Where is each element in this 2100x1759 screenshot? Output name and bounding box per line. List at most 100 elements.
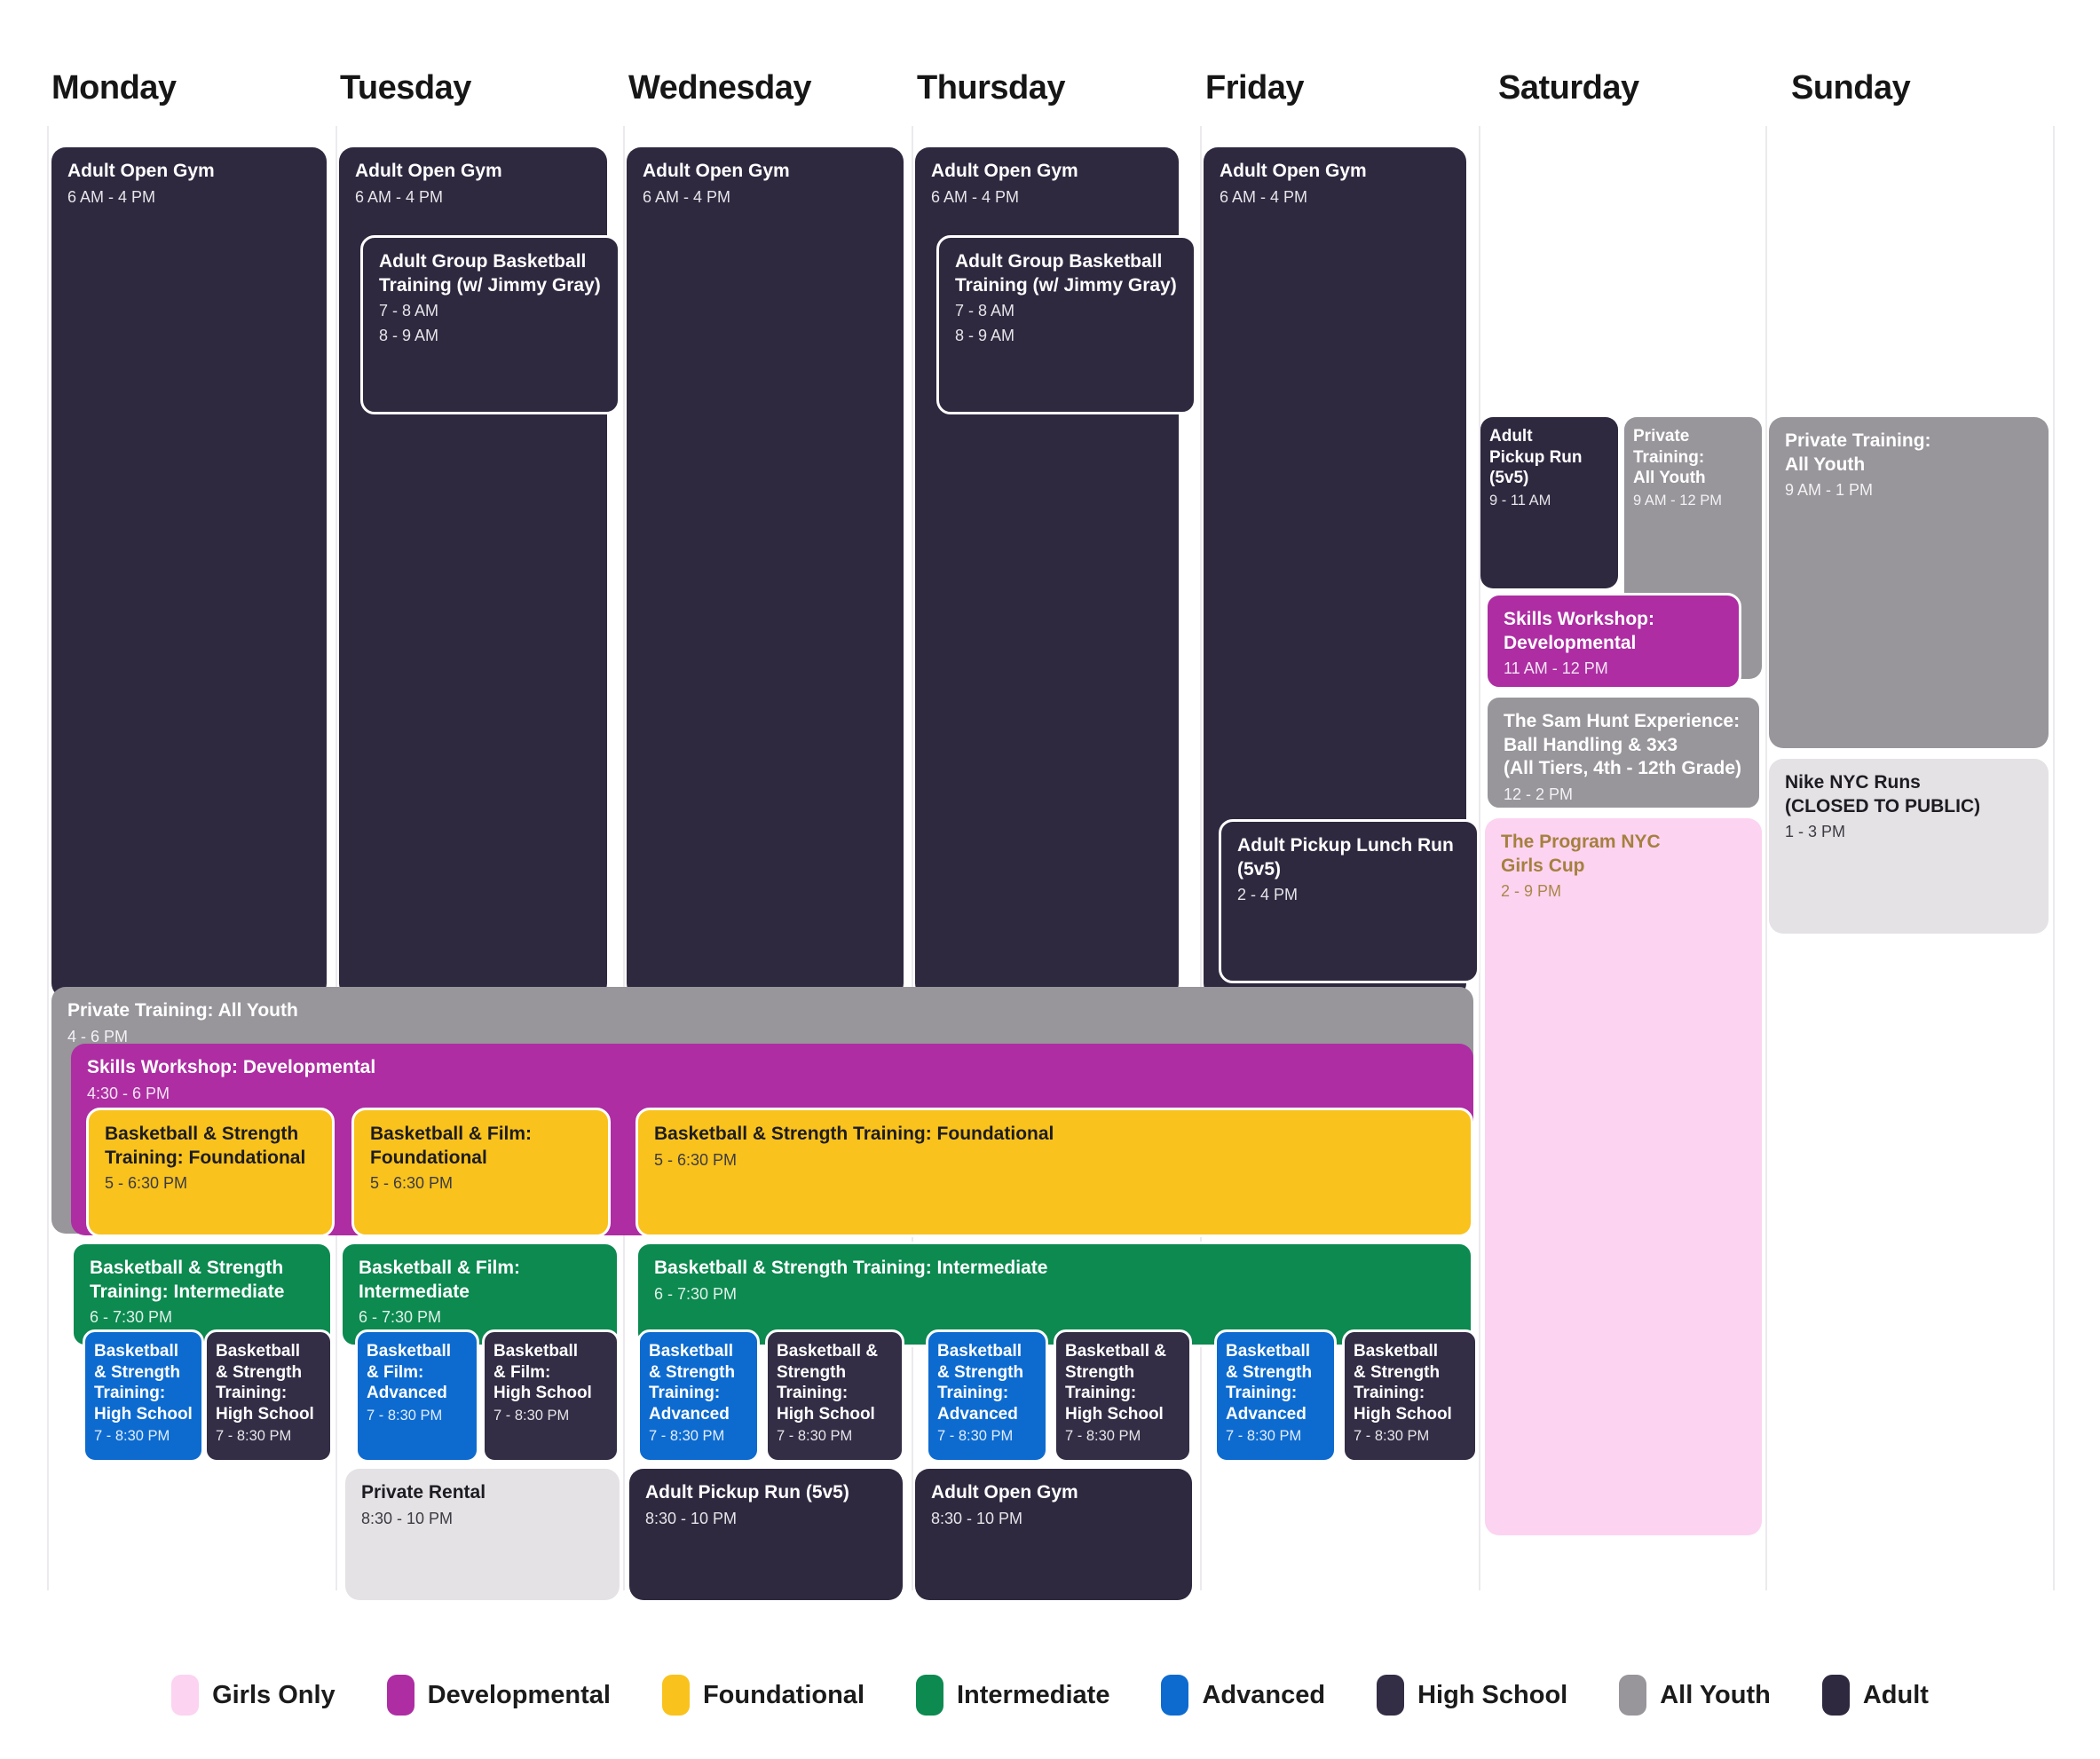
event-sun-nike-nyc-runs[interactable]: Nike NYC Runs (CLOSED TO PUBLIC)1 - 3 PM <box>1769 759 2049 934</box>
event-title: The Sam Hunt Experience: Ball Handling &… <box>1504 711 1742 779</box>
event-title: Skills Workshop: Developmental <box>1504 609 1654 653</box>
column-divider <box>1200 126 1202 1590</box>
event-mon-bball-strength-high-school-blue[interactable]: Basketball & Strength Training: High Sch… <box>83 1329 204 1463</box>
event-title: Basketball & Strength Training: High Sch… <box>94 1342 193 1424</box>
event-time: 9 - 11 AM <box>1489 492 1551 509</box>
event-time: 4 - 6 PM <box>67 1027 129 1045</box>
day-header-monday: Monday <box>51 69 177 106</box>
event-title: Adult Open Gym <box>67 161 215 181</box>
event-title: Adult Pickup Run (5v5) <box>645 1482 849 1503</box>
event-mon-bball-strength-high-school[interactable]: Basketball & Strength Training: High Sch… <box>204 1329 333 1463</box>
event-time: 5 - 6:30 PM <box>654 1150 738 1169</box>
event-title: Basketball & Strength Training: Advanced <box>1226 1342 1313 1424</box>
event-time: 7 - 8:30 PM <box>1065 1428 1141 1445</box>
day-header-sunday: Sunday <box>1791 69 1911 106</box>
event-title: Basketball & Strength Training: Advanced <box>649 1342 736 1424</box>
legend-label: Girls Only <box>212 1680 336 1709</box>
legend-swatch-adult <box>1821 1675 1850 1716</box>
legend-label: Adult <box>1862 1680 1929 1709</box>
event-fri-adult-pickup-lunch-run[interactable]: Adult Pickup Lunch Run (5v5)2 - 4 PM <box>1219 819 1480 983</box>
event-time: 6 AM - 4 PM <box>1220 187 1308 206</box>
event-thu-bball-strength-advanced[interactable]: Basketball & Strength Training: Advanced… <box>926 1329 1048 1463</box>
event-sat-skills-workshop[interactable]: Skills Workshop: Developmental 11 AM - 12… <box>1485 593 1741 690</box>
event-title: Adult Open Gym <box>931 161 1078 181</box>
event-time: 6 AM - 4 PM <box>931 187 1020 206</box>
column-divider <box>2053 126 2055 1590</box>
event-title: Private Training: All Youth <box>67 1000 298 1021</box>
day-header-friday: Friday <box>1205 69 1305 106</box>
event-title: Basketball & Film: High School <box>493 1342 592 1403</box>
event-wed-bball-strength-high-school[interactable]: Basketball & Strength Training: High Sch… <box>765 1329 904 1463</box>
event-wed-adult-pickup-run-late[interactable]: Adult Pickup Run (5v5)8:30 - 10 PM <box>629 1469 903 1600</box>
day-header-saturday: Saturday <box>1498 69 1639 106</box>
event-time: 8:30 - 10 PM <box>361 1509 454 1527</box>
event-title: Basketball & Film: Intermediate <box>359 1258 521 1302</box>
legend-item-developmental: Developmental <box>386 1675 611 1716</box>
event-title: Basketball & Strength Training: High Sch… <box>777 1342 879 1424</box>
event-wed-bball-strength-advanced[interactable]: Basketball & Strength Training: Advanced… <box>637 1329 760 1463</box>
legend-swatch-girls_only <box>171 1675 200 1716</box>
event-fri-bball-strength-advanced[interactable]: Basketball & Strength Training: Advanced… <box>1214 1329 1337 1463</box>
event-time: 11 AM - 12 PM <box>1504 659 1608 678</box>
event-tue-bball-film-advanced[interactable]: Basketball & Film: Advanced 7 - 8:30 PM <box>355 1329 479 1463</box>
legend-item-high_school: High School <box>1377 1675 1567 1716</box>
event-title: Basketball & Film: Foundational <box>370 1124 533 1168</box>
event-time: 2 - 9 PM <box>1501 882 1562 901</box>
event-time: 7 - 8:30 PM <box>777 1428 853 1445</box>
legend-swatch-advanced <box>1161 1675 1189 1716</box>
event-mon-bball-strength-foundational[interactable]: Basketball & Strength Training: Foundati… <box>86 1108 335 1237</box>
event-thu-bball-strength-high-school[interactable]: Basketball & Strength Training: High Sch… <box>1054 1329 1192 1463</box>
event-mon-adult-open-gym[interactable]: Adult Open Gym 6 AM - 4 PM <box>51 147 327 998</box>
event-sat-program-nyc-girls-cup[interactable]: The Program NYC Girls Cup 2 - 9 PM <box>1485 818 1762 1535</box>
event-title: The Program NYC Girls Cup <box>1501 832 1661 876</box>
day-header-tuesday: Tuesday <box>340 69 471 106</box>
legend-swatch-high_school <box>1377 1675 1405 1716</box>
column-divider <box>623 126 625 1590</box>
event-time: 8 - 9 AM <box>379 326 439 344</box>
legend-item-all_youth: All Youth <box>1619 1675 1771 1716</box>
legend-item-advanced: Advanced <box>1161 1675 1325 1716</box>
event-title: Basketball & Film: Advanced <box>367 1342 452 1403</box>
event-wed-fri-bball-strength-foundational[interactable]: Basketball & Strength Training: Foundati… <box>636 1108 1473 1237</box>
legend-item-girls_only: Girls Only <box>171 1675 336 1716</box>
event-sat-sam-hunt-experience[interactable]: The Sam Hunt Experience: Ball Handling &… <box>1485 695 1762 810</box>
day-header-wednesday: Wednesday <box>628 69 811 106</box>
event-thu-adult-group-training[interactable]: Adult Group Basketball Training (w/ Jimm… <box>936 235 1196 414</box>
event-time: 7 - 8:30 PM <box>367 1407 443 1424</box>
event-time: 6 AM - 4 PM <box>643 187 731 206</box>
event-time: 7 - 8:30 PM <box>1226 1428 1302 1445</box>
event-title: Private Training: All Youth <box>1785 430 1931 475</box>
legend-label: All Youth <box>1660 1680 1771 1709</box>
legend-swatch-intermediate <box>916 1675 943 1716</box>
event-title: Basketball & Strength Training: Foundati… <box>654 1124 1054 1144</box>
event-fri-bball-strength-high-school[interactable]: Basketball & Strength Training: High Sch… <box>1342 1329 1478 1463</box>
column-divider <box>1765 126 1767 1590</box>
event-title: Basketball & Strength Training: Intermed… <box>90 1258 285 1302</box>
event-title: Basketball & Strength Training: Foundati… <box>105 1124 306 1168</box>
event-wed-adult-open-gym[interactable]: Adult Open Gym 6 AM - 4 PM <box>627 147 904 998</box>
event-title: Adult Open Gym <box>355 161 502 181</box>
event-time: 7 - 8:30 PM <box>493 1407 570 1424</box>
legend-swatch-foundational <box>661 1675 690 1716</box>
column-divider <box>336 126 337 1590</box>
event-time: 6 - 7:30 PM <box>90 1308 173 1327</box>
event-tue-bball-film-high-school[interactable]: Basketball & Film: High School 7 - 8:30 P… <box>482 1329 620 1463</box>
legend-label: Developmental <box>427 1680 611 1709</box>
legend-label: High School <box>1417 1680 1568 1709</box>
event-time: 6 AM - 4 PM <box>355 187 444 206</box>
event-tue-adult-group-training[interactable]: Adult Group Basketball Training (w/ Jimm… <box>360 235 620 414</box>
event-time: 7 - 8:30 PM <box>1354 1428 1430 1445</box>
event-time: 5 - 6:30 PM <box>105 1174 188 1193</box>
column-divider <box>47 126 49 1590</box>
legend-swatch-all_youth <box>1619 1675 1647 1716</box>
event-time: 6 AM - 4 PM <box>67 187 156 206</box>
event-title: Adult Open Gym <box>643 161 790 181</box>
event-title: Adult Open Gym <box>1220 161 1367 181</box>
event-sat-adult-pickup-run[interactable]: Adult Pickup Run (5v5)9 - 11 AM <box>1480 417 1618 588</box>
